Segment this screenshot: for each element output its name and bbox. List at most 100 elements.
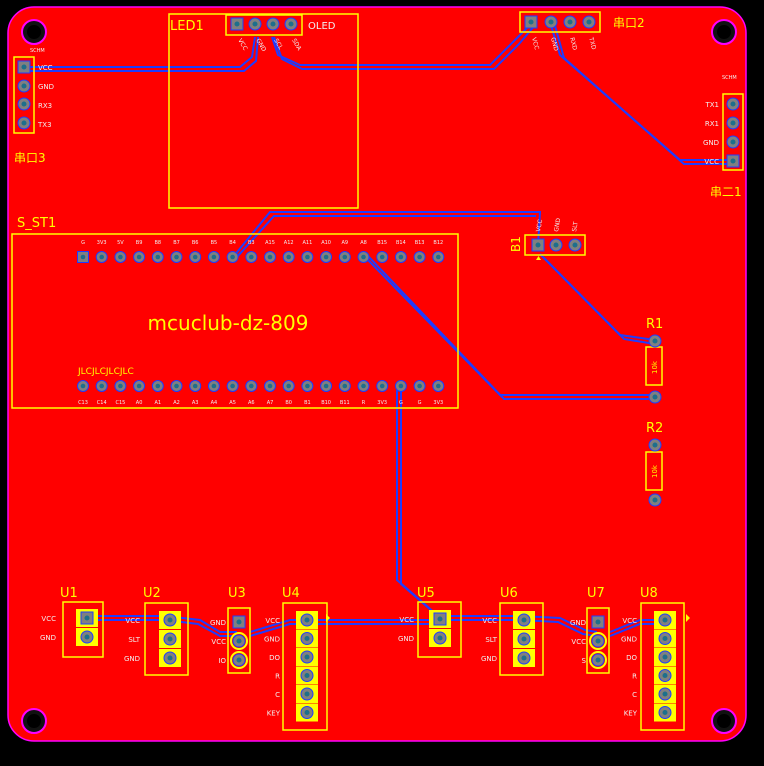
u4-pin-label: DO (269, 654, 280, 662)
mcu-bottom-pad (338, 380, 351, 392)
mcu-top-pin-label: B9 (136, 240, 143, 246)
u7-pad (591, 634, 605, 648)
mcu-top-pad (151, 251, 164, 263)
mcu-bottom-pin-label: C14 (97, 400, 107, 406)
r1-ref: R1 (646, 317, 663, 332)
b1-ref: B1 (509, 236, 523, 252)
u8-pad-ring (656, 611, 674, 629)
port1-pin-label: RX1 (705, 120, 719, 128)
mcu-bottom-pin-label: C15 (115, 400, 125, 406)
mcu-top-pad (338, 251, 351, 263)
led1-pad (248, 17, 262, 31)
mcu-bottom-pad (245, 380, 258, 392)
port1-pad (726, 97, 740, 111)
r2-pad (648, 438, 662, 452)
u4-pin-label: KEY (267, 710, 281, 718)
mcu-top-pin-label: A15 (265, 240, 275, 246)
mcu-bottom-pin-label: C13 (78, 400, 88, 406)
mcu-top-pad (432, 251, 445, 263)
mcu-bottom-pad (301, 380, 314, 392)
u8-pad-ring (656, 629, 674, 648)
port2-pin-label: TXD (587, 36, 597, 51)
led1-ref: LED1 (170, 19, 204, 34)
mcu-top-pin-label: A8 (360, 240, 367, 246)
mcu-top-pin-label: A9 (341, 240, 348, 246)
u4-ref: U4 (282, 586, 300, 601)
u4-pin-label: C (275, 691, 280, 699)
u3-ref: U3 (228, 586, 246, 601)
u8-pad-ring (656, 666, 674, 685)
u5-pad-ring (431, 629, 449, 647)
mcu-top-pin-label: A11 (303, 240, 313, 246)
port3-pin-label: VCC (38, 64, 53, 72)
port3-pad (17, 97, 31, 111)
u3-pad (232, 615, 246, 629)
mcu-bottom-pin-label: G (418, 400, 422, 406)
mcu-top-pad (207, 251, 220, 263)
r1-value: 10k (651, 360, 659, 374)
mcu-top-pad (282, 251, 295, 263)
u1-ref: U1 (60, 586, 78, 601)
mcu-top-pin-label: B4 (229, 240, 236, 246)
u3-pin-label: VCC (211, 638, 226, 646)
u4-pad (300, 650, 314, 664)
u4-pad (300, 706, 314, 719)
mcu-bottom-pad (282, 380, 295, 392)
mcu-top-pad (264, 251, 276, 263)
mcu-top-pin-label: B13 (415, 240, 425, 246)
mcu-bottom-pad (226, 380, 239, 392)
port2-pad (563, 15, 577, 29)
u5-pin-label: GND (398, 635, 414, 643)
u8-pad-ring (656, 703, 674, 722)
u8-pad (658, 687, 672, 701)
u3-pad (232, 653, 246, 667)
mcu-top-pin-label: 5V (117, 240, 124, 246)
mcu-bottom-pin-label: R (362, 400, 366, 406)
port1-pad (726, 135, 740, 149)
mcu-top-pin-label: B15 (377, 240, 387, 246)
u4-pin-label: R (275, 673, 280, 681)
r2-ref: R2 (646, 421, 663, 436)
b1-pin-label: GND (553, 217, 562, 232)
u7-ref: U7 (587, 586, 605, 601)
u8-pin-label: KEY (624, 710, 638, 718)
mcu-top-pin-label: A10 (321, 240, 331, 246)
sst1-outline (11, 233, 459, 409)
u4-pin-label: GND (264, 636, 280, 644)
mounting-holes (21, 19, 737, 734)
u7-pad-ring (589, 632, 607, 650)
mcu-bottom-pad (207, 380, 220, 392)
mcu-bottom-pad (376, 380, 389, 392)
u8-pad (658, 650, 672, 664)
u8-pad (658, 613, 672, 627)
u2-pad (163, 651, 177, 665)
u2-pad-ring (161, 649, 179, 667)
mcu-top-pin-label: B8 (154, 240, 161, 246)
pads (17, 15, 740, 722)
mcu-bottom-pin-label: B11 (340, 400, 350, 406)
u5-pad (433, 631, 447, 645)
mcu-bottom-pin-label: B10 (321, 400, 331, 406)
mcu-top-pin-label: G (81, 240, 85, 246)
u3-pad-ring (230, 651, 248, 669)
u4-pad-ring (298, 666, 316, 685)
b1-pin-label: VCC (535, 219, 544, 233)
u2-pad (163, 632, 177, 646)
port3-top: SCHM (30, 48, 45, 54)
r1-pad (648, 334, 662, 348)
mcu-bottom-pad (357, 380, 370, 392)
mcu-top-pad (114, 251, 127, 263)
u2-pad-ring (161, 630, 179, 648)
u5-ref: U5 (417, 586, 435, 601)
mcu-bottom-pad (189, 380, 202, 392)
mcu-top-pad (320, 251, 333, 263)
mcu-bottom-pad (394, 380, 407, 392)
port3-ref: 串口3 (14, 151, 46, 165)
mcu-top-pad (301, 251, 314, 263)
u8-pin-label: VCC (622, 617, 637, 625)
port3-pin-label: TX3 (37, 121, 52, 129)
u4-pad (300, 613, 314, 627)
port3-pin-label: RX3 (38, 102, 52, 110)
